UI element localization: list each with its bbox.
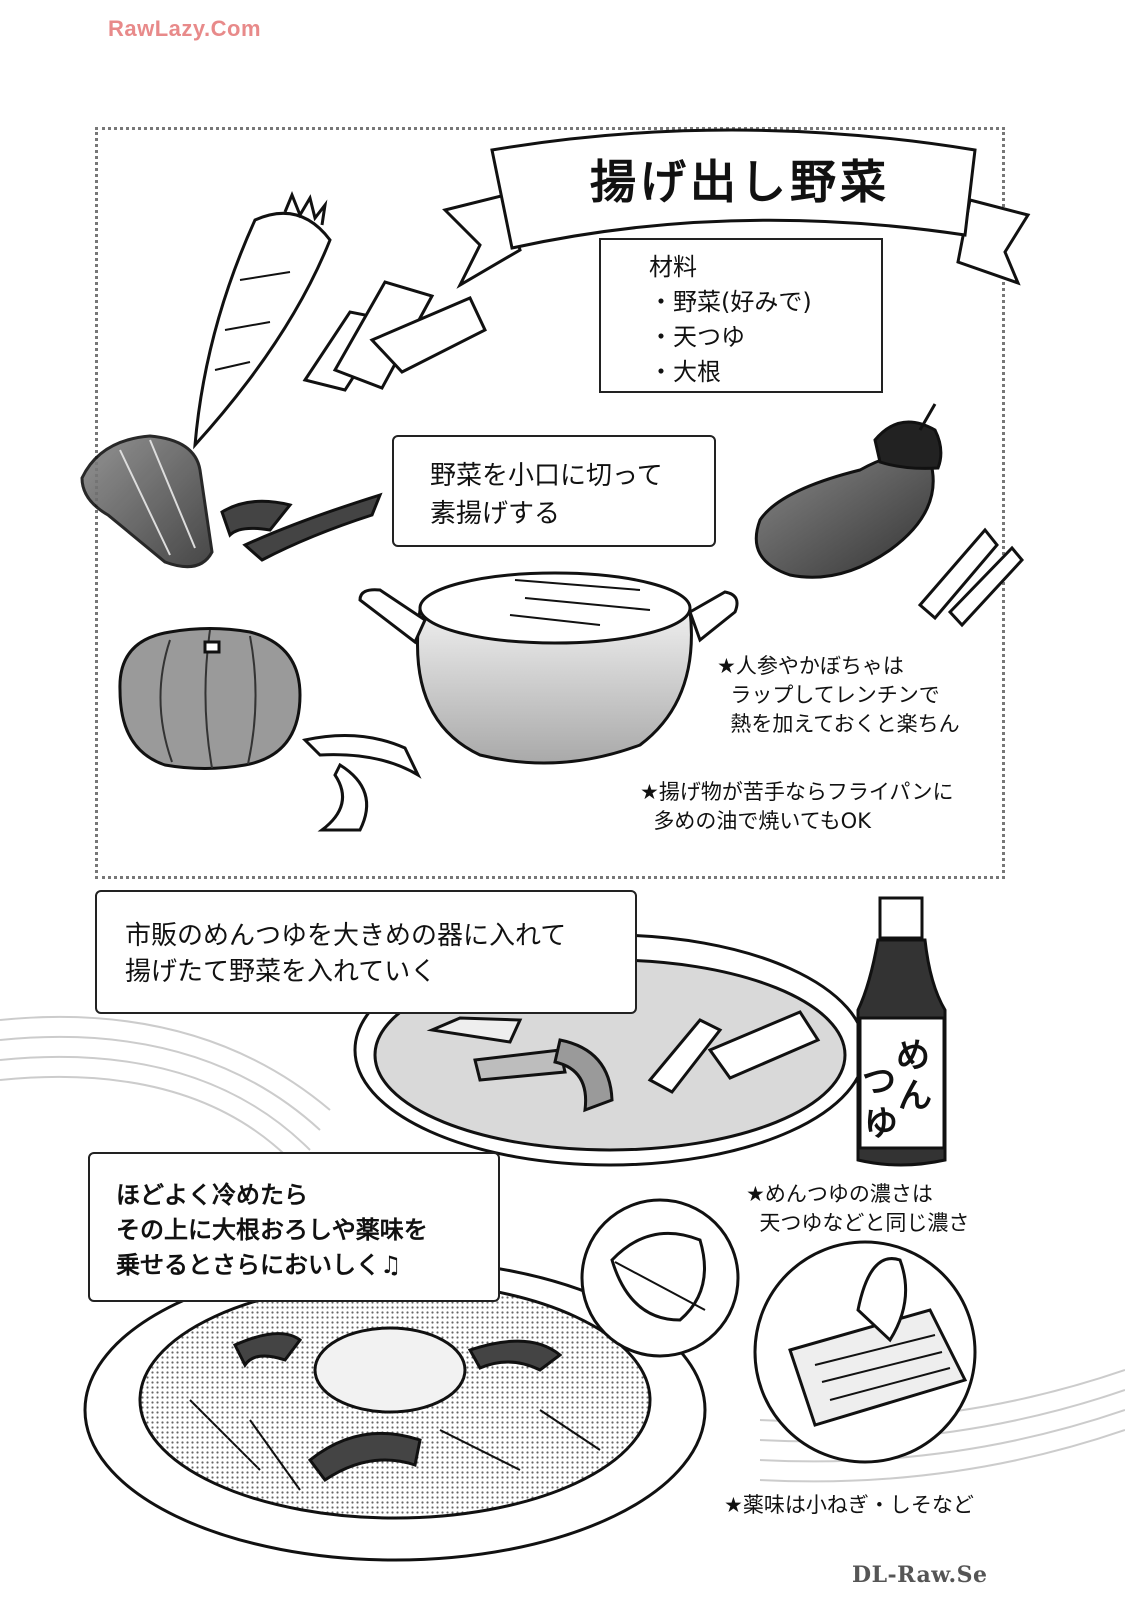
- eggplant-illustration: [754, 403, 943, 579]
- mentsuyu-bottle-illustration: [856, 896, 947, 1167]
- finished-dish-illustration: [83, 1258, 707, 1562]
- label-char: つ: [862, 1062, 896, 1102]
- ingredient-item: ・野菜(好みで): [649, 288, 812, 316]
- watermark-top: RawLazy.Com: [108, 16, 262, 41]
- label-char: め: [896, 1036, 930, 1076]
- step-3-line: その上に大根おろしや薬味を: [116, 1216, 428, 1244]
- ingredient-item: ・大根: [649, 358, 721, 386]
- label-char: ん: [898, 1076, 932, 1116]
- pumpkin-illustration: [118, 627, 302, 770]
- step-3-line: ほどよく冷めたら: [116, 1181, 308, 1209]
- ingredient-item: ・天つゆ: [649, 323, 745, 351]
- music-staff-decoration: [0, 1015, 1125, 1483]
- step-2-line: 市販のめんつゆを大きめの器に入れて: [125, 921, 567, 951]
- step-3-box: ほどよく冷めたら その上に大根おろしや薬味を 乗せるとさらにおいしく♫: [88, 1152, 500, 1302]
- watermark-bottom: DL-Raw.Se: [852, 1562, 988, 1588]
- step-1-line: 野菜を小口に切って: [430, 461, 663, 491]
- tip-microwave-note: ★人参やかぼちゃは ラップしてレンチンで 熱を加えておくと楽ちん: [717, 654, 960, 736]
- tip-mentsuyu-strength-note: ★めんつゆの濃さは 天つゆなどと同じ濃さ: [746, 1182, 970, 1235]
- step-2-line: 揚げたて野菜を入れていく: [125, 957, 437, 987]
- tip-frying-pan-note: ★揚げ物が苦手ならフライパンに 多めの油で焼いてもOK: [640, 780, 954, 833]
- bell-pepper-illustration: [80, 434, 214, 569]
- recipe-title: 揚げ出し野菜: [590, 155, 890, 209]
- tip-condiments-note: ★薬味は小ねぎ・しそなど: [724, 1493, 974, 1517]
- pepper-slices-illustration: [220, 492, 383, 562]
- step-3-line: 乗せるとさらにおいしく♫: [116, 1251, 402, 1279]
- label-char: ゆ: [864, 1104, 898, 1144]
- grated-daikon-illustration: [753, 1240, 977, 1464]
- ingredients-heading: 材料: [649, 253, 697, 281]
- carrot-illustration: [193, 191, 332, 450]
- step-1-box: 野菜を小口に切って 素揚げする: [392, 435, 716, 547]
- step-1-line: 素揚げする: [430, 499, 561, 529]
- title-ribbon: [442, 128, 1031, 289]
- fry-pot-illustration: [358, 571, 739, 765]
- step-2-box: 市販のめんつゆを大きめの器に入れて 揚げたて野菜を入れていく: [95, 890, 637, 1014]
- mentsuyu-bottle-label: め ん つ ゆ: [858, 1024, 942, 1144]
- carrot-sticks-illustration: [302, 280, 487, 392]
- shiso-leaf-illustration: [580, 1198, 740, 1358]
- ingredients-box: 材料 ・野菜(好みで) ・天つゆ ・大根: [599, 238, 883, 393]
- eggplant-sticks-illustration: [917, 527, 1024, 628]
- pumpkin-slices-illustration: [301, 734, 422, 832]
